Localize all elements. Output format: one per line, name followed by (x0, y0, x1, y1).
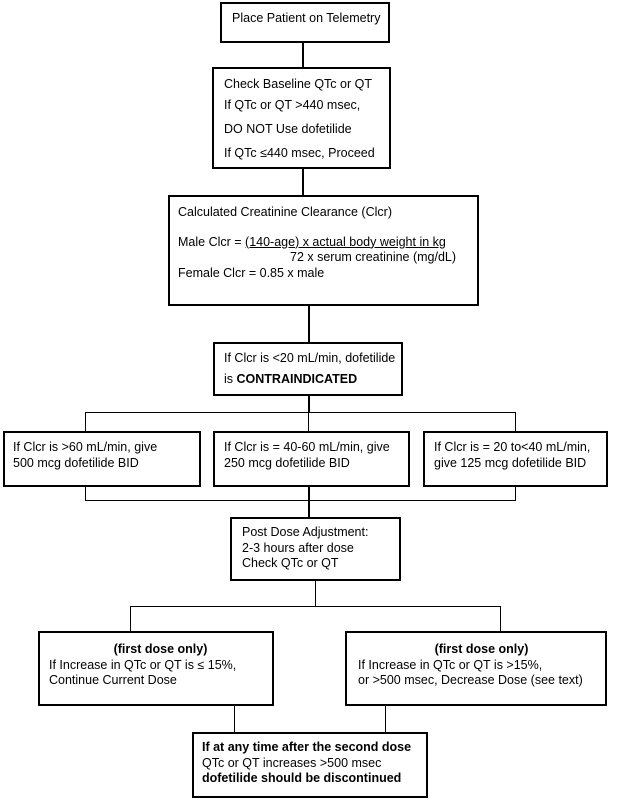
branch-top-left-drop (85, 412, 86, 432)
contraindicated-prefix: is (224, 372, 237, 386)
baseline-line-2: If QTc or QT >440 msec, (224, 98, 361, 112)
male-formula-denominator: 72 x serum creatinine (mg/dL) (290, 250, 457, 265)
connector-to-post-dose (308, 486, 310, 518)
continue-line-2: Continue Current Dose (49, 673, 177, 688)
contraindicated-line-1: If Clcr is <20 mL/min, dofetilide (224, 351, 396, 365)
post-dose-line-3: Check QTc or QT (242, 556, 339, 571)
branch-top-right-drop (515, 412, 516, 432)
connector-3-4 (308, 305, 310, 343)
dose-500-box: If Clcr is >60 mL/min, give 500 mcg dofe… (3, 431, 201, 487)
branch-lower-left-drop (130, 606, 131, 632)
discontinue-line-1: If at any time after the second dose (202, 740, 412, 754)
dose-250-line-2: 250 mcg dofetilide BID (224, 455, 350, 470)
dose-125-box: If Clcr is = 20 to<40 mL/min, give 125 m… (423, 431, 608, 487)
discontinue-line-2: QTc or QT increases >500 msec (202, 755, 382, 770)
dose-250-line-1: If Clcr is = 40-60 mL/min, give (224, 440, 390, 454)
decrease-line-2: or >500 msec, Decrease Dose (see text) (358, 673, 583, 688)
post-dose-box: Post Dose Adjustment: 2-3 hours after do… (230, 517, 401, 581)
post-dose-line-1: Post Dose Adjustment: (242, 525, 369, 539)
branch-bottom-horizontal (85, 500, 516, 501)
connector-1-2 (302, 42, 304, 68)
decrease-header: (first dose only) (434, 642, 529, 656)
discontinue-box: If at any time after the second dose QTc… (192, 732, 428, 798)
connector-continue-to-final (234, 705, 235, 733)
clearance-title: Calculated Creatinine Clearance (Clcr) (178, 205, 392, 219)
branch-top-mid-drop (308, 412, 309, 432)
dose-500-line-2: 500 mcg dofetilide BID (13, 455, 139, 470)
dose-250-box: If Clcr is = 40-60 mL/min, give 250 mcg … (213, 431, 410, 487)
dose-125-line-2: give 125 mcg dofetilide BID (434, 455, 587, 470)
female-formula: Female Clcr = 0.85 x male (178, 265, 325, 280)
dose-125-line-1: If Clcr is = 20 to<40 mL/min, (434, 440, 591, 454)
connector-4-branch (308, 395, 310, 413)
baseline-line-1: Check Baseline QTc or QT (224, 77, 372, 91)
post-dose-line-2: 2-3 hours after dose (242, 540, 354, 555)
branch-bottom-left-rise (85, 486, 86, 500)
continue-header: (first dose only) (113, 642, 208, 656)
male-formula-prefix: Male Clcr = (178, 234, 246, 249)
connector-decrease-to-final (385, 705, 386, 733)
decrease-dose-box: (first dose only) If Increase in QTc or … (345, 631, 607, 706)
creatinine-clearance-box: Calculated Creatinine Clearance (Clcr) M… (168, 195, 479, 306)
continue-line-1: If Increase in QTc or QT is ≤ 15%, (49, 657, 237, 672)
male-formula-numerator: (140-age) x actual body weight in kg (245, 234, 446, 249)
dose-500-line-1: If Clcr is >60 mL/min, give (13, 440, 158, 454)
connector-post-dose-down (315, 580, 316, 607)
branch-lower-right-drop (500, 606, 501, 632)
branch-lower-horizontal (130, 606, 501, 607)
contraindicated-label: CONTRAINDICATED (236, 372, 358, 386)
baseline-qtc-box: Check Baseline QTc or QT If QTc or QT >4… (212, 67, 391, 169)
connector-2-3 (302, 168, 304, 196)
contraindicated-line-2: is CONTRAINDICATED (224, 367, 401, 391)
baseline-line-3: DO NOT Use dofetilide (224, 122, 352, 136)
telemetry-text: Place Patient on Telemetry (232, 11, 381, 25)
continue-dose-box: (first dose only) If Increase in QTc or … (38, 631, 274, 706)
telemetry-box: Place Patient on Telemetry (220, 2, 390, 43)
baseline-line-4: If QTc ≤440 msec, Proceed (224, 146, 375, 160)
contraindicated-box: If Clcr is <20 mL/min, dofetilide is CON… (213, 342, 403, 396)
male-formula: Male Clcr = (140-age) x actual body weig… (178, 235, 477, 251)
branch-bottom-right-rise (515, 486, 516, 500)
discontinue-line-3: dofetilide should be discontinued (202, 771, 402, 786)
decrease-line-1: If Increase in QTc or QT is >15%, (358, 657, 543, 672)
branch-top-horizontal (85, 412, 516, 413)
